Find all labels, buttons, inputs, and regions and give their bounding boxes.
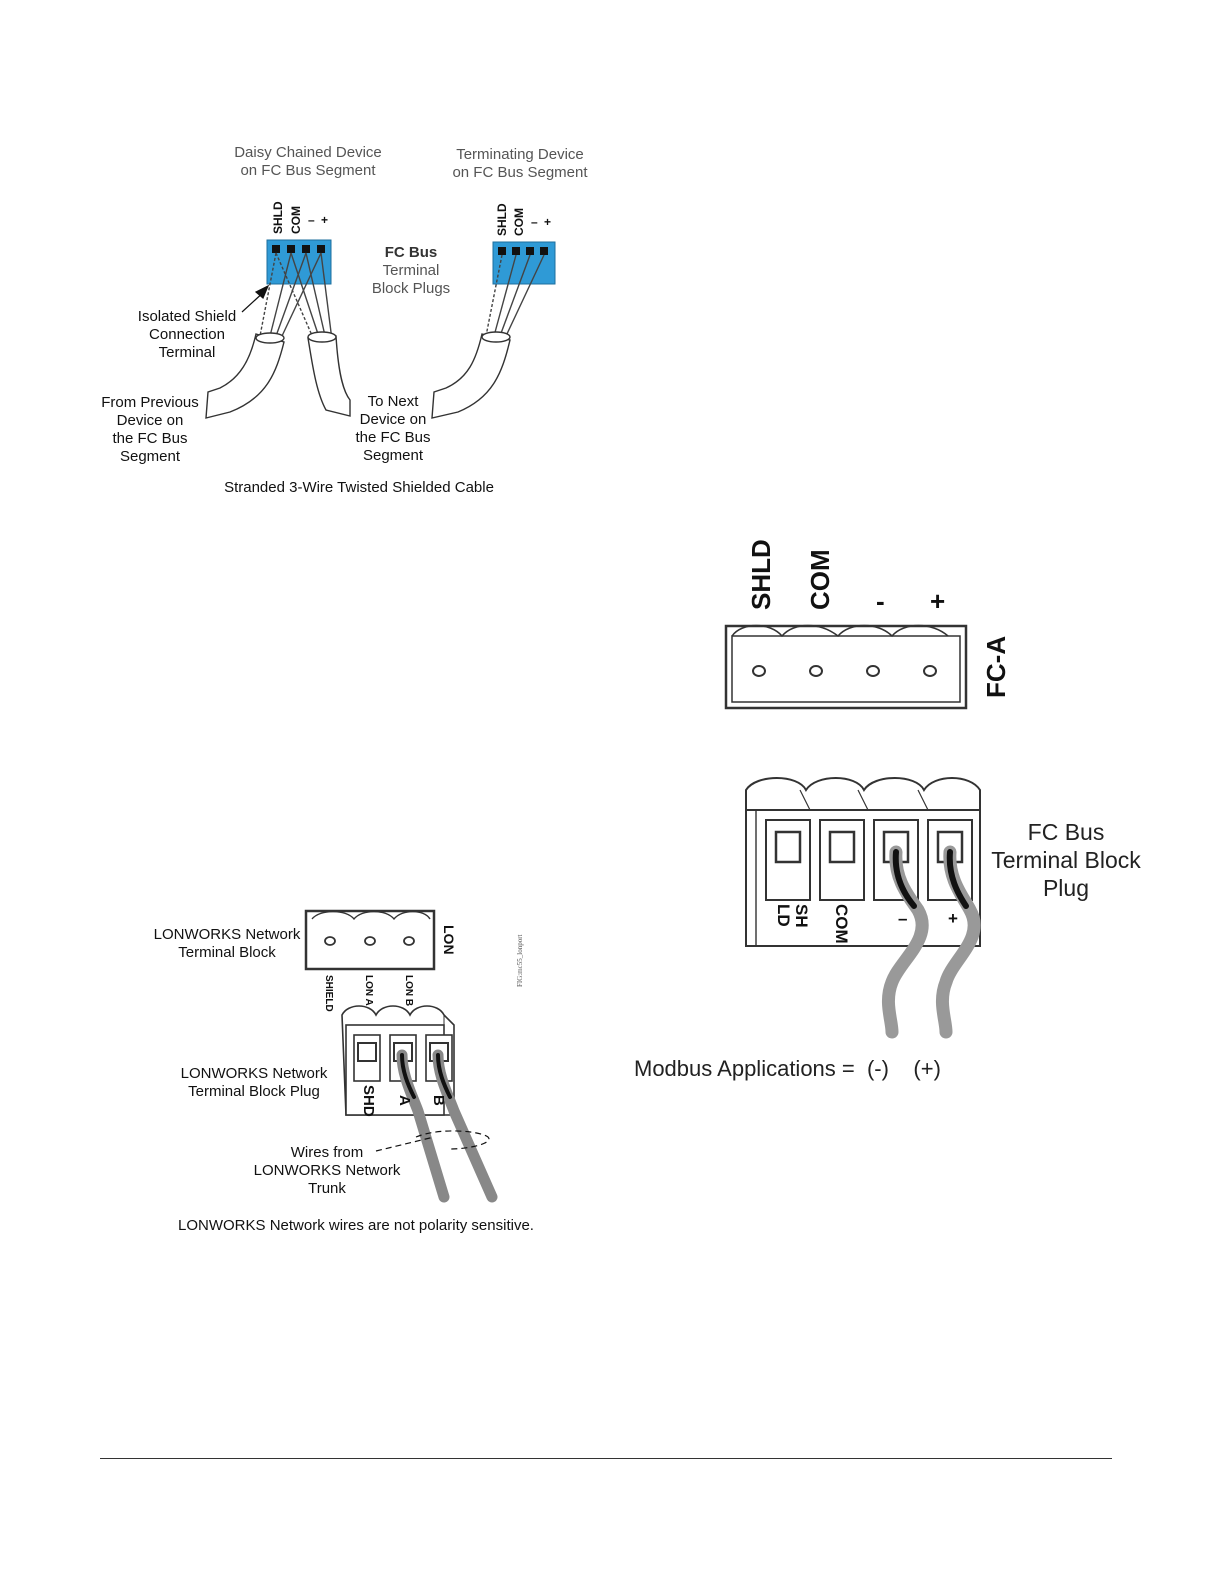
isolated-shield-line-3: Terminal	[159, 344, 216, 361]
lon-block-label-line-1: LONWORKS Network	[154, 926, 301, 943]
lon-plug-term-a: A	[396, 1095, 413, 1106]
left-plug-wires	[259, 252, 333, 341]
fc-plug-term-shld-1: SH	[792, 904, 811, 928]
right-terminal-plug	[492, 241, 556, 285]
left-pin-shld-label: SHLD	[271, 201, 285, 234]
to-next-line-2: Device on	[360, 411, 427, 428]
lon-block-label-line-2: Terminal Block	[178, 944, 276, 961]
isolated-shield-line-2: Connection	[149, 326, 225, 343]
to-next-line-3: the FC Bus	[355, 429, 430, 446]
fc-a-terminal-block	[724, 624, 968, 710]
lon-plug-label-line-2: Terminal Block Plug	[188, 1083, 320, 1100]
lon-plug-label-line-1: LONWORKS Network	[181, 1065, 328, 1082]
right-plug-wires	[485, 254, 545, 337]
plugs-label-line-1: FC Bus	[385, 244, 438, 261]
left-pin-plus-label: +	[321, 213, 328, 227]
fc-plug-label-line-1: FC Bus	[1028, 819, 1105, 845]
to-next-line-1: To Next	[368, 393, 420, 410]
modbus-caption: Modbus Applications = (-) (+)	[634, 1056, 941, 1081]
lon-wires-line-2: LONWORKS Network	[254, 1162, 401, 1179]
fc-plug-term-plus: +	[948, 909, 958, 928]
fc-bus-plug-diagram: SH LD COM – + FC Bus Terminal Block Plug…	[634, 777, 1141, 1081]
right-pin-shld-label: SHLD	[495, 203, 509, 236]
fc-plug-term-shld-2: LD	[774, 904, 793, 927]
fc-a-terminal-diagram: SHLD COM - + FC-A	[724, 539, 1011, 710]
right-pin-com-label: COM	[512, 208, 526, 236]
from-previous-line-3: the FC Bus	[112, 430, 187, 447]
fc-bus-wiring-figure: Daisy Chained Device on FC Bus Segment T…	[80, 130, 620, 510]
lon-wires-line-3: Trunk	[308, 1180, 346, 1197]
lonworks-figure: LONWORKS Network Terminal Block LON SHIE…	[150, 905, 550, 1235]
fc-plug-label-line-2: Terminal Block	[991, 847, 1141, 873]
plugs-label-line-3: Block Plugs	[372, 280, 450, 297]
to-next-line-4: Segment	[363, 447, 424, 464]
fc-plug-label-line-3: Plug	[1043, 875, 1089, 901]
daisy-title-line-1: Daisy Chained Device	[234, 144, 382, 161]
left-pin-com-label: COM	[289, 206, 303, 234]
lon-plug-term-shd: SHD	[360, 1085, 377, 1117]
from-previous-line-1: From Previous	[101, 394, 199, 411]
right-pin-plus-label: +	[544, 215, 551, 229]
daisy-title-line-2: on FC Bus Segment	[240, 162, 376, 179]
fc-a-pin-minus-label: -	[876, 586, 885, 616]
cable-from-previous	[205, 332, 285, 419]
lon-caption: LONWORKS Network wires are not polarity …	[178, 1217, 534, 1234]
lon-wires-line-1: Wires from	[291, 1144, 364, 1161]
left-pin-minus-label: –	[308, 213, 315, 227]
lonworks-diagram: LONWORKS Network Terminal Block LON SHIE…	[154, 909, 534, 1234]
fc-a-pin-com-label: COM	[805, 549, 835, 610]
lon-pin-lon-a-label: LON A	[363, 975, 374, 1006]
cable-terminating	[431, 331, 511, 419]
lon-wires-leader	[375, 1130, 490, 1152]
isolated-shield-line-1: Isolated Shield	[138, 308, 236, 325]
fc-a-side-label: FC-A	[981, 636, 1011, 698]
lon-pin-lon-b-label: LON B	[403, 975, 414, 1006]
fc-bus-caption: Stranded 3-Wire Twisted Shielded Cable	[224, 479, 494, 496]
terminating-title-line-2: on FC Bus Segment	[452, 164, 588, 181]
from-previous-line-4: Segment	[120, 448, 181, 465]
footer-rule	[100, 1458, 1112, 1459]
fc-a-terminal-figure: SHLD COM - + FC-A	[720, 530, 1040, 720]
fc-plug-body	[745, 777, 981, 947]
fc-a-pin-shld-label: SHLD	[746, 539, 776, 610]
lon-terminal-block	[304, 909, 436, 971]
fc-plug-term-minus: –	[898, 909, 907, 928]
fc-bus-plug-figure: SH LD COM – + FC Bus Terminal Block Plug…	[630, 770, 1170, 1090]
lon-pin-shield-label: SHIELD	[323, 975, 334, 1012]
lon-wires	[396, 1049, 498, 1203]
right-pin-minus-label: –	[531, 215, 538, 229]
plugs-label-line-2: Terminal	[383, 262, 440, 279]
from-previous-line-2: Device on	[117, 412, 184, 429]
lon-plug-term-b: B	[430, 1095, 447, 1106]
fc-a-pin-plus-label: +	[930, 586, 945, 616]
cable-to-next	[307, 331, 351, 417]
fc-plug-term-com: COM	[832, 904, 851, 944]
isolated-shield-arrow	[241, 284, 270, 313]
fc-plug-wires	[881, 845, 981, 1039]
fc-bus-wiring-diagram: Daisy Chained Device on FC Bus Segment T…	[101, 144, 588, 496]
lon-figure-id: FIG:mc55_lonport	[516, 934, 524, 987]
lon-side-label: LON	[441, 925, 457, 955]
terminating-title-line-1: Terminating Device	[456, 146, 584, 163]
